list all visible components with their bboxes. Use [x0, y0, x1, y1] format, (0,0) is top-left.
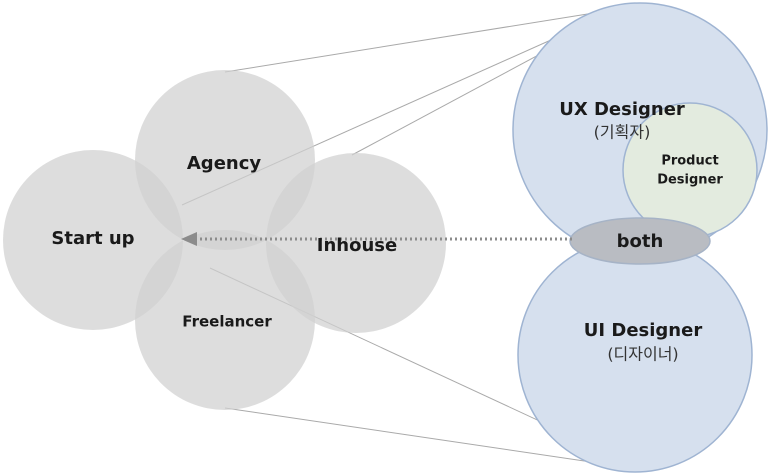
- ui-designer-korean-label: (디자이너): [607, 345, 678, 364]
- dotted-arrow: [181, 232, 572, 246]
- start-up-label: Start up: [51, 228, 134, 249]
- both-ellipse: [569, 217, 711, 265]
- ui-designer-label: UI Designer: [584, 320, 703, 341]
- inhouse-label: Inhouse: [317, 235, 397, 256]
- both-label: both: [617, 231, 664, 252]
- arrow-head-icon: [181, 232, 197, 246]
- product-designer-label-line2: Designer: [657, 173, 723, 188]
- agency-circle: [135, 70, 315, 250]
- connector-line-top: [224, 11, 601, 73]
- freelancer-circle: [135, 230, 315, 410]
- agency-label: Agency: [187, 153, 262, 174]
- ux-designer-korean-label: (기획자): [594, 123, 651, 142]
- role-circles: [512, 2, 768, 473]
- organization-circles: [3, 70, 446, 410]
- product-designer-label-line1: Product: [661, 154, 718, 169]
- ux-designer-label: UX Designer: [559, 99, 685, 120]
- freelancer-label: Freelancer: [182, 313, 272, 331]
- start-up-circle: [3, 150, 183, 330]
- connector-line-bottom: [224, 407, 646, 471]
- inhouse-circle: [266, 153, 446, 333]
